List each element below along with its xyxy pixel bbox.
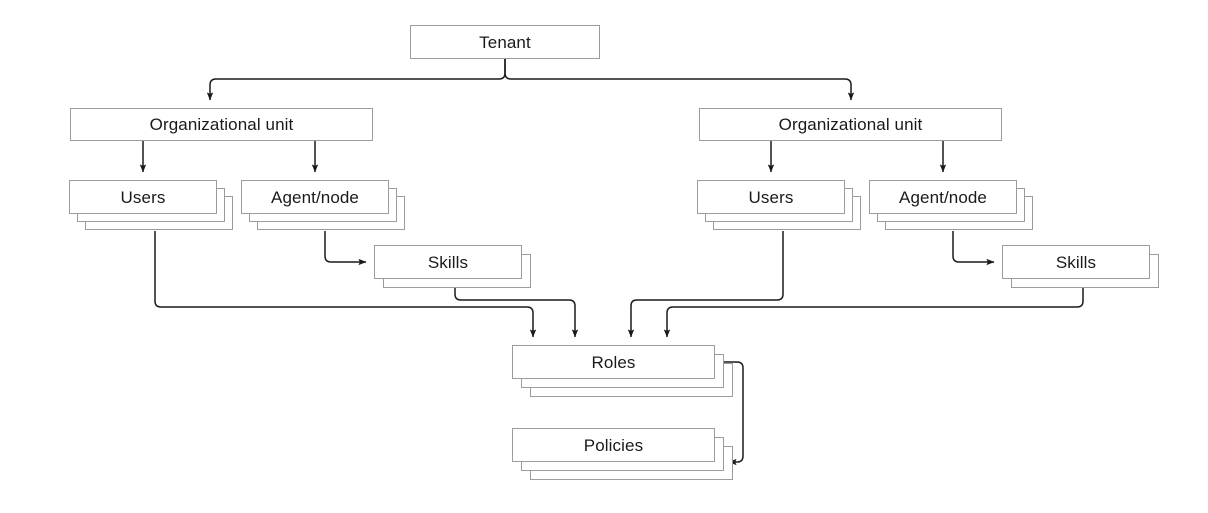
node-users-left-label: Users [120, 187, 166, 207]
node-roles-face[interactable]: Roles [512, 345, 715, 379]
node-tenant-face[interactable]: Tenant [410, 25, 600, 59]
node-users-left[interactable]: Users [69, 180, 233, 230]
node-org-unit-right-label: Organizational unit [778, 115, 923, 134]
node-agent-node-left[interactable]: Agent/node [241, 180, 405, 230]
node-policies-face[interactable]: Policies [512, 428, 715, 462]
edge-tenant-to-org-left [206, 59, 506, 101]
node-roles-label: Roles [591, 352, 636, 372]
node-agent-node-left-label: Agent/node [271, 187, 359, 207]
node-skills-right[interactable]: Skills [1002, 245, 1159, 288]
node-policies[interactable]: Policies [512, 428, 733, 480]
node-users-left-face[interactable]: Users [69, 180, 217, 214]
node-tenant-label: Tenant [479, 32, 531, 52]
edge-users-right-to-roles [627, 231, 784, 338]
node-users-right-label: Users [748, 187, 794, 207]
edge-skills-left-to-roles [454, 288, 579, 338]
edge-tenant-to-org-right [504, 59, 855, 101]
edge-skills-right-to-roles [663, 288, 1084, 338]
node-org-unit-left[interactable]: Organizational unit [70, 108, 373, 141]
edge-agent-left-to-skills [324, 231, 367, 266]
node-users-right[interactable]: Users [697, 180, 861, 230]
node-agent-node-left-face[interactable]: Agent/node [241, 180, 389, 214]
node-roles[interactable]: Roles [512, 345, 733, 397]
node-skills-left[interactable]: Skills [374, 245, 531, 288]
node-org-unit-right[interactable]: Organizational unit [699, 108, 1002, 141]
node-org-unit-left-face[interactable]: Organizational unit [70, 108, 373, 141]
node-skills-right-label: Skills [1055, 252, 1097, 272]
node-tenant[interactable]: Tenant [410, 25, 600, 59]
node-skills-left-face[interactable]: Skills [374, 245, 522, 279]
node-skills-left-label: Skills [427, 252, 469, 272]
node-agent-node-right[interactable]: Agent/node [869, 180, 1033, 230]
node-skills-right-face[interactable]: Skills [1002, 245, 1150, 279]
node-users-right-face[interactable]: Users [697, 180, 845, 214]
node-agent-node-right-label: Agent/node [899, 187, 987, 207]
node-agent-node-right-face[interactable]: Agent/node [869, 180, 1017, 214]
node-policies-label: Policies [583, 435, 644, 455]
node-org-unit-right-face[interactable]: Organizational unit [699, 108, 1002, 141]
node-org-unit-left-label: Organizational unit [149, 115, 294, 134]
edge-agent-right-to-skills [952, 231, 995, 266]
